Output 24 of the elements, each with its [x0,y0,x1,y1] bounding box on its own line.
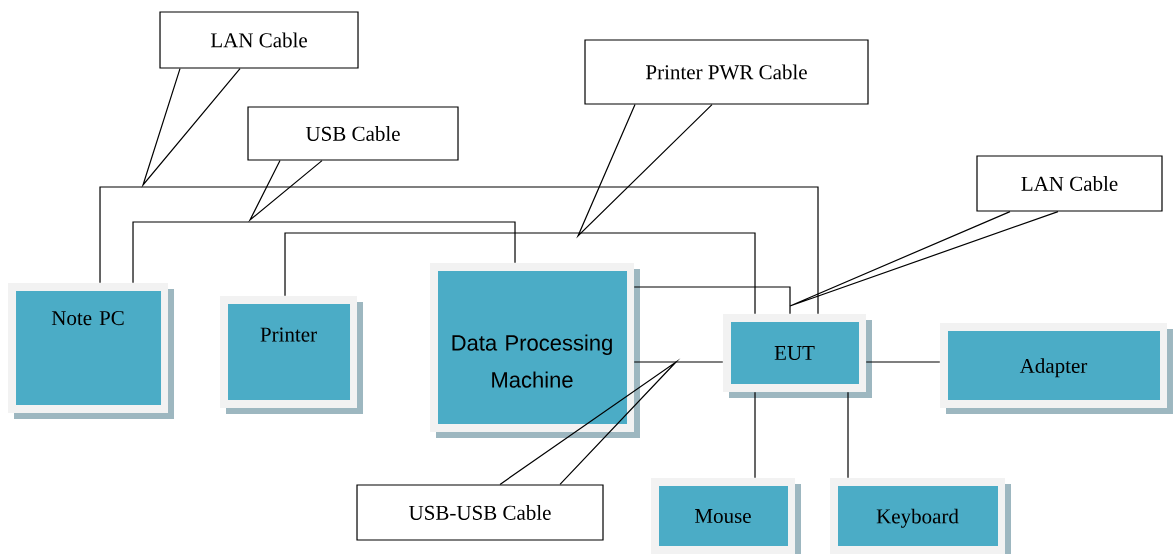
leader-line [141,68,241,188]
device-box: Printer [220,296,363,414]
device-box: Keyboard [830,478,1011,554]
callout-box: LAN Cable [976,155,1163,212]
device-box: Data Processing Machine [430,263,640,438]
cable-line [754,391,756,479]
callout-box: Printer PWR Cable [584,39,869,105]
device-box: Adapter [940,323,1173,414]
cable-line [284,232,756,315]
callout-box: USB-USB Cable [356,484,604,541]
cable-line [99,186,819,315]
cable-line [132,221,516,284]
leader-line [499,358,681,485]
device-box: EUT [723,314,872,398]
callout-box: USB Cable [247,106,459,161]
device-box: Note PC [8,283,174,419]
callout-box: LAN Cable [159,11,359,69]
device-box: Mouse [651,478,801,554]
leader-line [248,160,323,223]
cable-line [865,361,941,363]
cable-line [633,361,724,363]
cable-line [633,286,791,315]
leader-line [576,104,713,239]
cable-line [847,391,849,479]
